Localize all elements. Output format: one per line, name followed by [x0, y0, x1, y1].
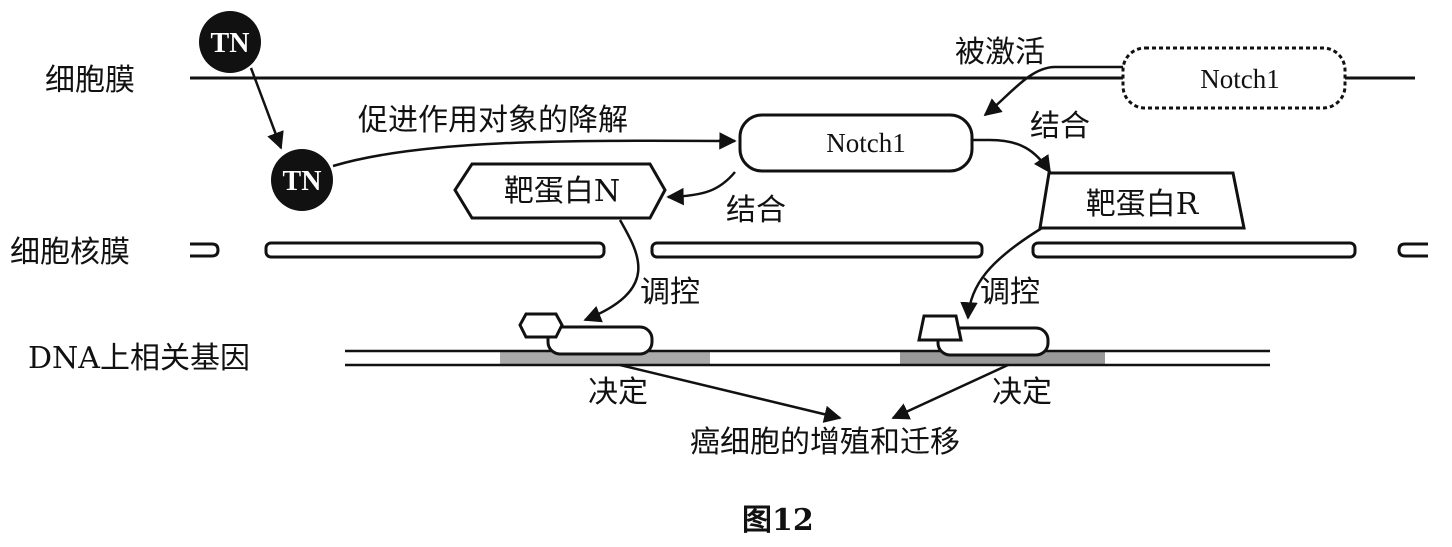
tn-internalize-arrow — [249, 67, 284, 150]
figure-caption: 图12 — [742, 503, 814, 538]
bind-n-arrow — [666, 171, 736, 206]
tn-top-label: TN — [211, 28, 250, 59]
notch1-membrane-node: Notch1 — [1121, 46, 1347, 110]
determine-left-label: 决定 — [588, 375, 648, 410]
regulate-right-arrow — [960, 226, 1043, 320]
regulate-right-label: 调控 — [980, 275, 1040, 310]
target-protein-n-label: 靶蛋白N — [504, 174, 620, 209]
bind-left-label: 结合 — [726, 193, 786, 228]
promote-degradation-label: 促进作用对象的降解 — [358, 103, 628, 138]
activated-label: 被激活 — [955, 35, 1045, 70]
regulate-left-arrow — [583, 219, 640, 323]
target-protein-n-node: 靶蛋白N — [453, 162, 667, 220]
tn-bottom-node: TN — [271, 149, 333, 211]
bind-r-arrow — [972, 138, 1052, 174]
determine-right-label: 决定 — [992, 375, 1052, 410]
tn-bottom-label: TN — [283, 166, 322, 197]
determine-right-arrow — [891, 363, 1009, 420]
transcription-complex-left — [518, 312, 654, 356]
activation-arrow — [983, 65, 1123, 117]
notch1-cytoplasm-node: Notch1 — [738, 113, 974, 173]
determine-left-arrow — [619, 363, 842, 423]
dna-genes-label: DNA上相关基因 — [28, 341, 250, 376]
target-protein-r-label: 靶蛋白R — [1086, 187, 1200, 222]
nuclear-membrane — [190, 241, 1428, 259]
outcome-label: 癌细胞的增殖和迁移 — [690, 425, 960, 460]
regulate-left-label: 调控 — [640, 275, 700, 310]
transcription-complex-right — [917, 314, 1050, 357]
cell-membrane-label: 细胞膜 — [45, 63, 135, 98]
notch1-cytoplasm-label: Notch1 — [826, 128, 905, 158]
nuclear-membrane-label: 细胞核膜 — [10, 235, 130, 270]
bind-right-label: 结合 — [1030, 109, 1090, 144]
degradation-arrow — [332, 132, 737, 168]
target-protein-r-node: 靶蛋白R — [1038, 171, 1246, 230]
tn-top-node: TN — [199, 11, 261, 73]
notch1-membrane-label: Notch1 — [1200, 64, 1279, 94]
dna-strand — [345, 349, 1270, 367]
